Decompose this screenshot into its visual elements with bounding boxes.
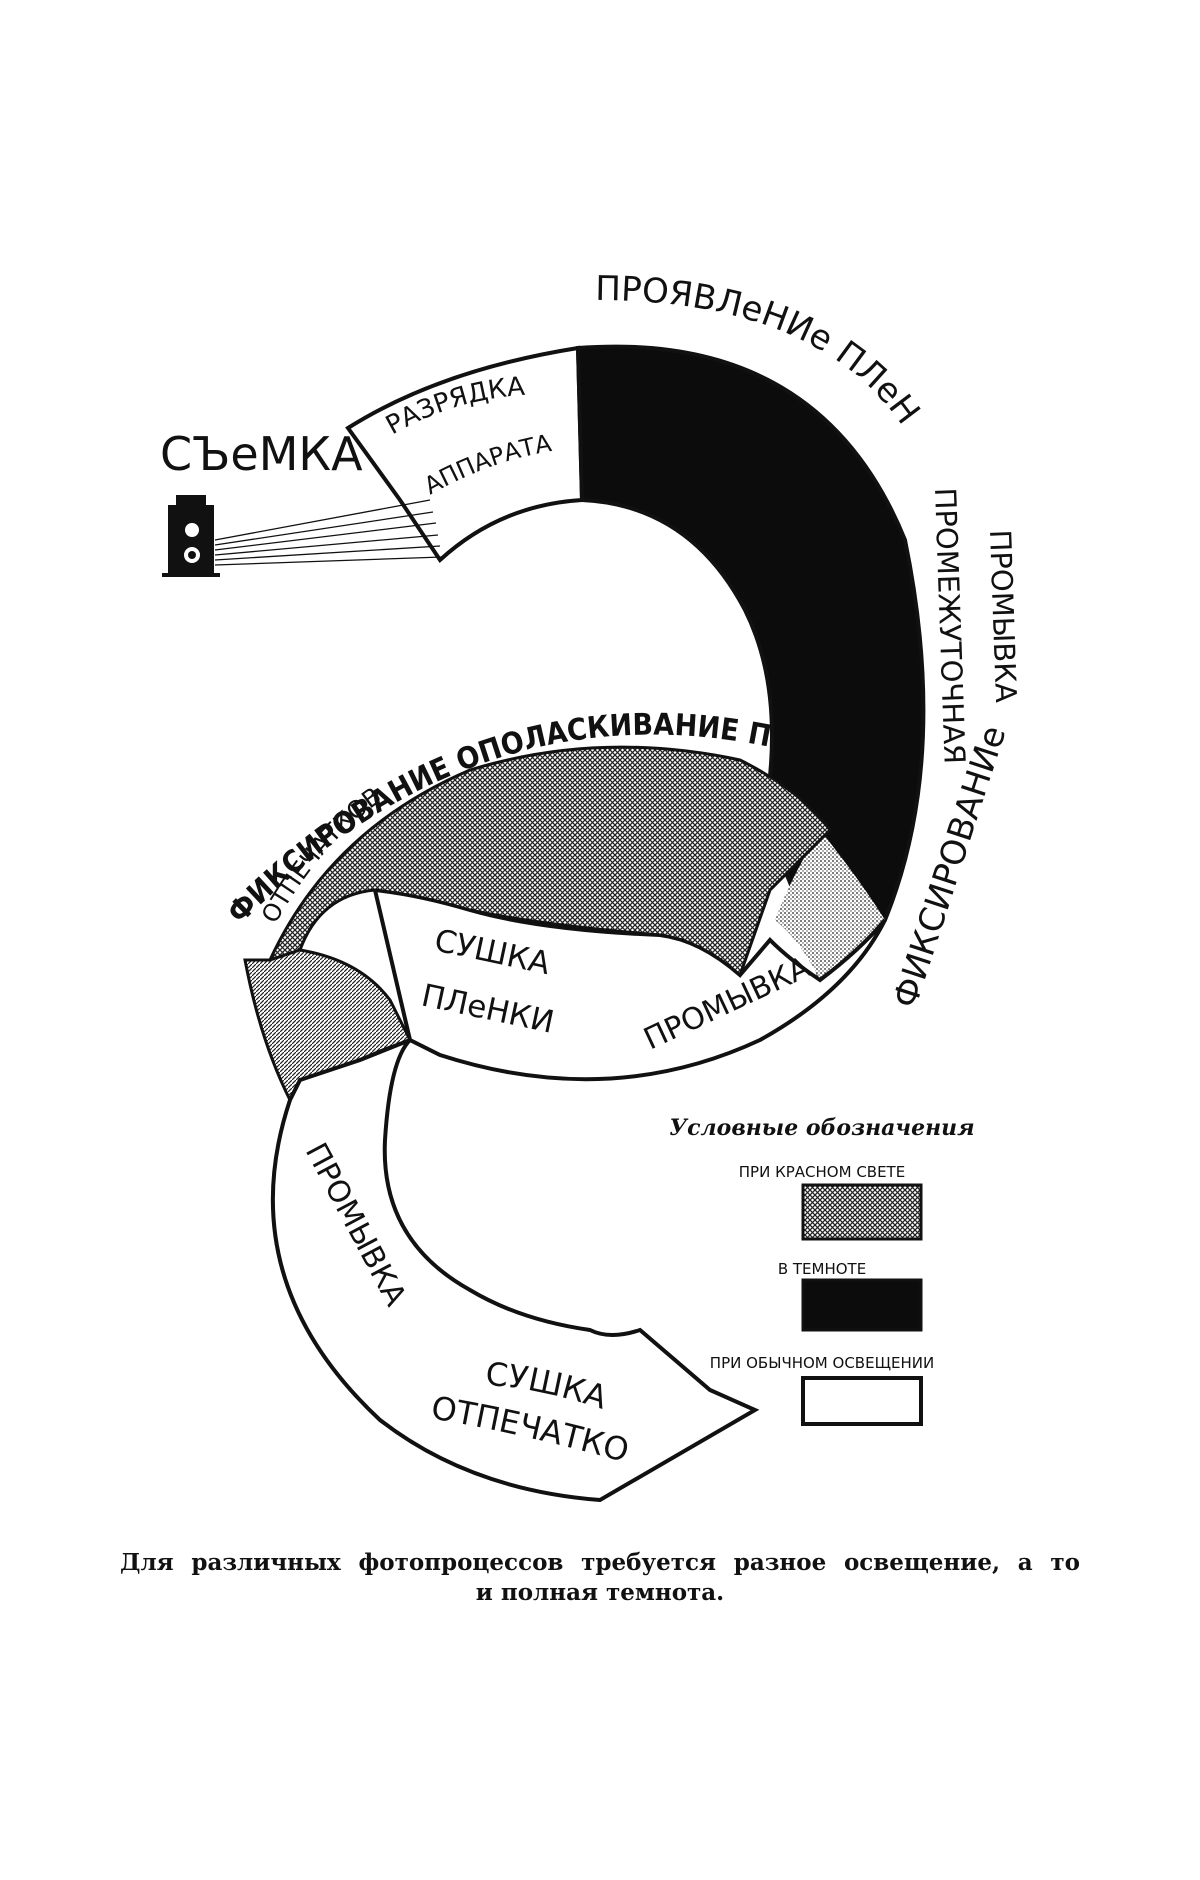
caption-word: Для xyxy=(120,1549,174,1576)
caption-word: требуется xyxy=(581,1549,717,1576)
caption-word: а xyxy=(1017,1549,1033,1576)
caption-word: различных xyxy=(191,1549,341,1576)
segment-red-light xyxy=(267,745,832,978)
legend-swatch-normal-light xyxy=(801,1376,923,1426)
caption-word: освещение, xyxy=(843,1549,1000,1576)
caption-word: разное xyxy=(733,1549,827,1576)
caption-line-2: и полная темнота. xyxy=(475,1579,725,1606)
caption-word: то xyxy=(1050,1549,1080,1576)
legend-label-red-light: ПРИ КРАСНОМ СВЕТЕ xyxy=(739,1163,905,1181)
caption-line-1: Для различных фотопроцессов требуется ра… xyxy=(120,1548,1080,1578)
legend-label-darkness: В ТЕМНОТЕ xyxy=(778,1260,866,1278)
figure-caption: Для различных фотопроцессов требуется ра… xyxy=(120,1548,1080,1608)
label-promyvka-inter: ПРОМЫВКА xyxy=(983,529,1023,703)
label-promezhutochnaya: ПРОМЕЖУТОЧНАЯ xyxy=(928,487,972,765)
segment-promyvka-sushka xyxy=(372,887,887,1082)
legend-title: Условные обозначения xyxy=(669,1115,974,1141)
label-proyavlenie-plenki: ПРОЯВЛеНИе ПЛеНКИ xyxy=(0,0,928,432)
segment-lower-white xyxy=(270,1038,760,1503)
legend: Условные обозначения ПРИ КРАСНОМ СВЕТЕ В… xyxy=(669,1115,975,1426)
segment-transition-stipple xyxy=(775,830,885,980)
camera-icon xyxy=(162,495,220,577)
label-s-emka: СЪеМКА xyxy=(160,427,363,481)
legend-label-normal-light: ПРИ ОБЫЧНОМ ОСВЕЩЕНИИ xyxy=(710,1354,934,1372)
legend-swatch-darkness xyxy=(801,1278,923,1332)
light-rays xyxy=(214,499,443,566)
legend-swatch-red-light xyxy=(801,1183,923,1241)
caption-word: фотопроцессов xyxy=(358,1549,564,1576)
